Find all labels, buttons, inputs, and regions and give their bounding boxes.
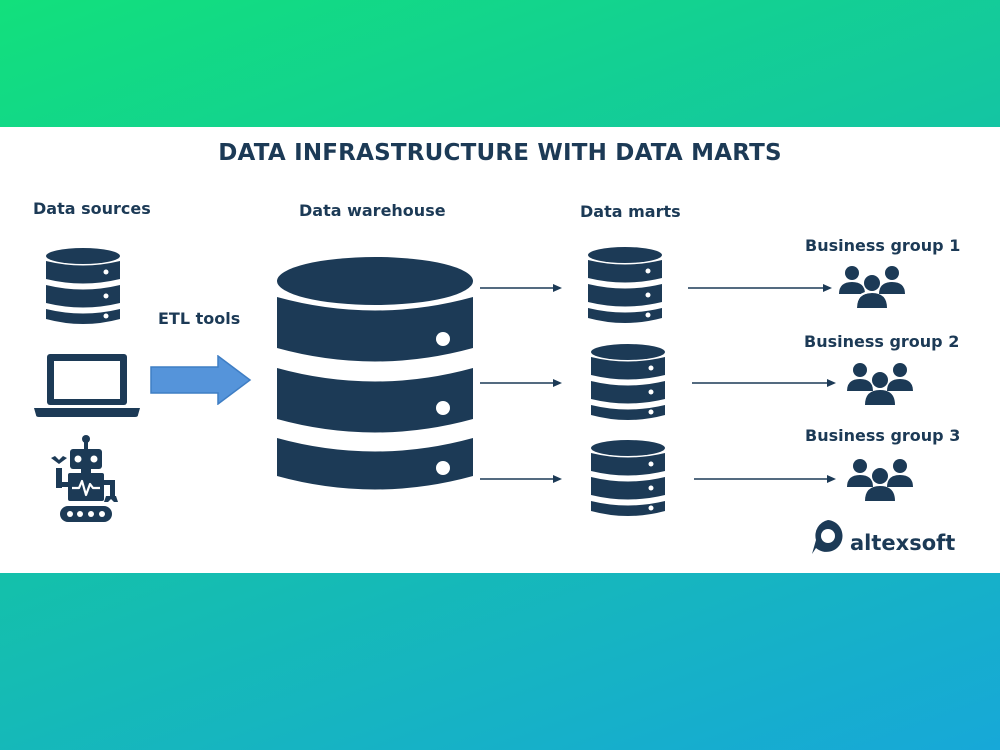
marts-to-groups-arrows — [688, 284, 836, 483]
data-mart-2-icon — [591, 344, 665, 420]
diagram-title: DATA INFRASTRUCTURE WITH DATA MARTS — [218, 140, 782, 166]
source-database-icon — [46, 248, 120, 324]
altexsoft-brand-text: altexsoft — [850, 531, 956, 555]
users-group-3-icon — [847, 459, 913, 501]
data-warehouse-label: Data warehouse — [299, 201, 446, 220]
etl-arrow-icon — [150, 355, 252, 405]
data-marts-label: Data marts — [580, 202, 681, 221]
business-group-3-label: Business group 3 — [805, 426, 961, 445]
data-mart-1-icon — [588, 247, 662, 323]
business-group-2-label: Business group 2 — [804, 332, 960, 351]
users-group-1-icon — [839, 266, 905, 309]
robot-icon — [51, 435, 118, 522]
etl-tools-label: ETL tools — [158, 309, 241, 328]
diagram-panel: DATA INFRASTRUCTURE WITH DATA MARTS Data… — [0, 127, 1000, 573]
warehouse-database-icon — [277, 257, 473, 490]
data-mart-3-icon — [591, 440, 665, 516]
data-sources-label: Data sources — [33, 199, 151, 218]
business-group-1-label: Business group 1 — [805, 236, 961, 255]
warehouse-to-marts-arrows — [480, 284, 562, 483]
laptop-icon — [34, 354, 140, 417]
altexsoft-logo-icon — [812, 520, 843, 554]
users-group-2-icon — [847, 363, 913, 405]
